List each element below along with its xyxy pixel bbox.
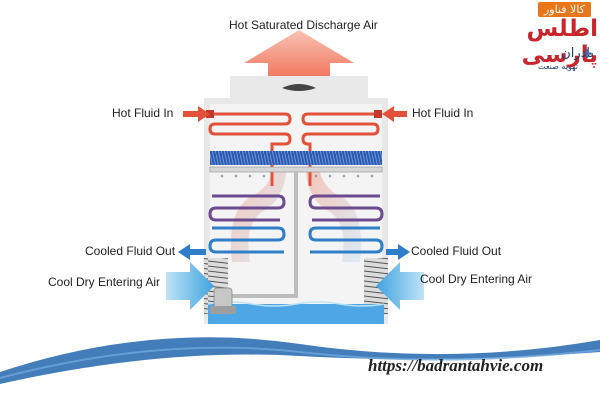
discharge-air-arrow [244,30,354,76]
mid-coil-left [208,194,286,222]
fan-icon [282,84,316,91]
label-cool-dry-entering-air-right: Cool Dry Entering Air [420,272,533,286]
cold-coil-right [308,226,384,254]
water-basin [208,304,384,324]
brand-sub2-text: تهویه صنعت [537,62,578,71]
fan-logo-icon: ✣ [582,47,593,61]
label-hot-fluid-in-right: Hot Fluid In [412,106,474,120]
brand-main-text: اطلس پارسی [521,16,598,68]
label-cooled-fluid-out-left: Cooled Fluid Out [85,244,176,258]
cold-coil-left [208,226,286,254]
cooled-fluid-out-arrow-left [178,244,206,260]
brand-logo: کالا فناور اطلس پارسی بادران ✣ تهویه صنع… [494,2,598,72]
cool-air-arrow-right [376,262,424,310]
wave-decoration [0,337,600,384]
hot-coil-right [301,112,380,186]
spray-header [209,166,383,173]
pump-icon [210,287,236,314]
recirculation-pipe [230,172,298,298]
label-hot-fluid-in-left: Hot Fluid In [112,106,174,120]
label-cool-dry-entering-air-left: Cool Dry Entering Air [48,275,161,289]
label-hot-saturated-discharge-air: Hot Saturated Discharge Air [229,18,378,32]
brand-tag: کالا فناور [538,2,591,17]
hot-fluid-in-arrow-left [183,106,210,122]
mid-coil-right [308,194,384,222]
spray-nozzles [220,174,374,178]
hot-coil-left [208,112,292,186]
hot-fluid-in-arrow-right [382,106,407,122]
drift-eliminator [210,151,382,165]
label-cooled-fluid-out-right: Cooled Fluid Out [411,244,502,258]
website-url[interactable]: https://badrantahvie.com [368,356,544,375]
brand-sub-text: بادران [561,46,594,61]
cool-air-arrow-left [166,262,214,310]
cooled-fluid-out-arrow-right [386,244,410,260]
hot-inlet-right [374,110,382,118]
